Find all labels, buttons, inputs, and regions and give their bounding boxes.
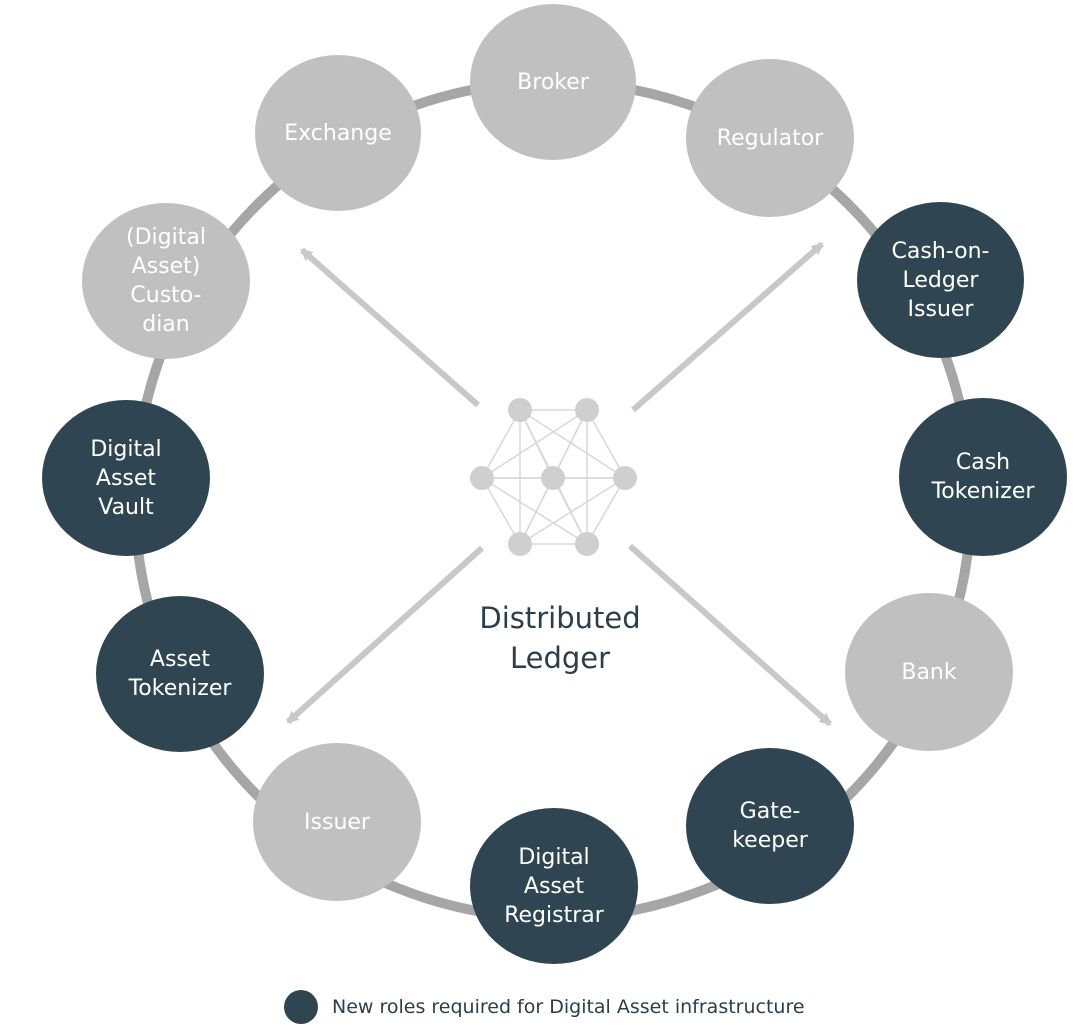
role-bank: Bank bbox=[845, 593, 1013, 751]
arrow-icon bbox=[285, 545, 485, 725]
role-asset-tokenizer: Asset Tokenizer bbox=[96, 596, 264, 752]
arrow-icon bbox=[300, 247, 480, 408]
legend-label: New roles required for Digital Asset inf… bbox=[332, 996, 805, 1018]
role-exchange: Exchange bbox=[255, 55, 421, 211]
distributed-ledger-title: Distributed Ledger bbox=[479, 601, 641, 675]
role-cash-tokenizer: Cash Tokenizer bbox=[899, 398, 1067, 556]
legend-swatch bbox=[284, 990, 318, 1024]
role-cash-on-ledger-issuer: Cash-on- Ledger Issuer bbox=[857, 202, 1024, 358]
role-broker: Broker bbox=[470, 4, 636, 160]
legend: New roles required for Digital Asset inf… bbox=[284, 990, 805, 1024]
role-regulator: Regulator bbox=[686, 59, 854, 217]
arrow-icon bbox=[631, 241, 824, 413]
role-digital-asset-registrar: Digital Asset Registrar bbox=[470, 808, 638, 964]
role-issuer: Issuer bbox=[253, 743, 421, 901]
network-nodes bbox=[470, 398, 637, 556]
arrow-icon bbox=[628, 543, 832, 727]
role-digital-asset-custodian: (Digital Asset) Custo- dian bbox=[82, 203, 250, 359]
role-digital-asset-vault: Digital Asset Vault bbox=[42, 400, 210, 556]
role-gatekeeper: Gate- keeper bbox=[686, 748, 854, 904]
